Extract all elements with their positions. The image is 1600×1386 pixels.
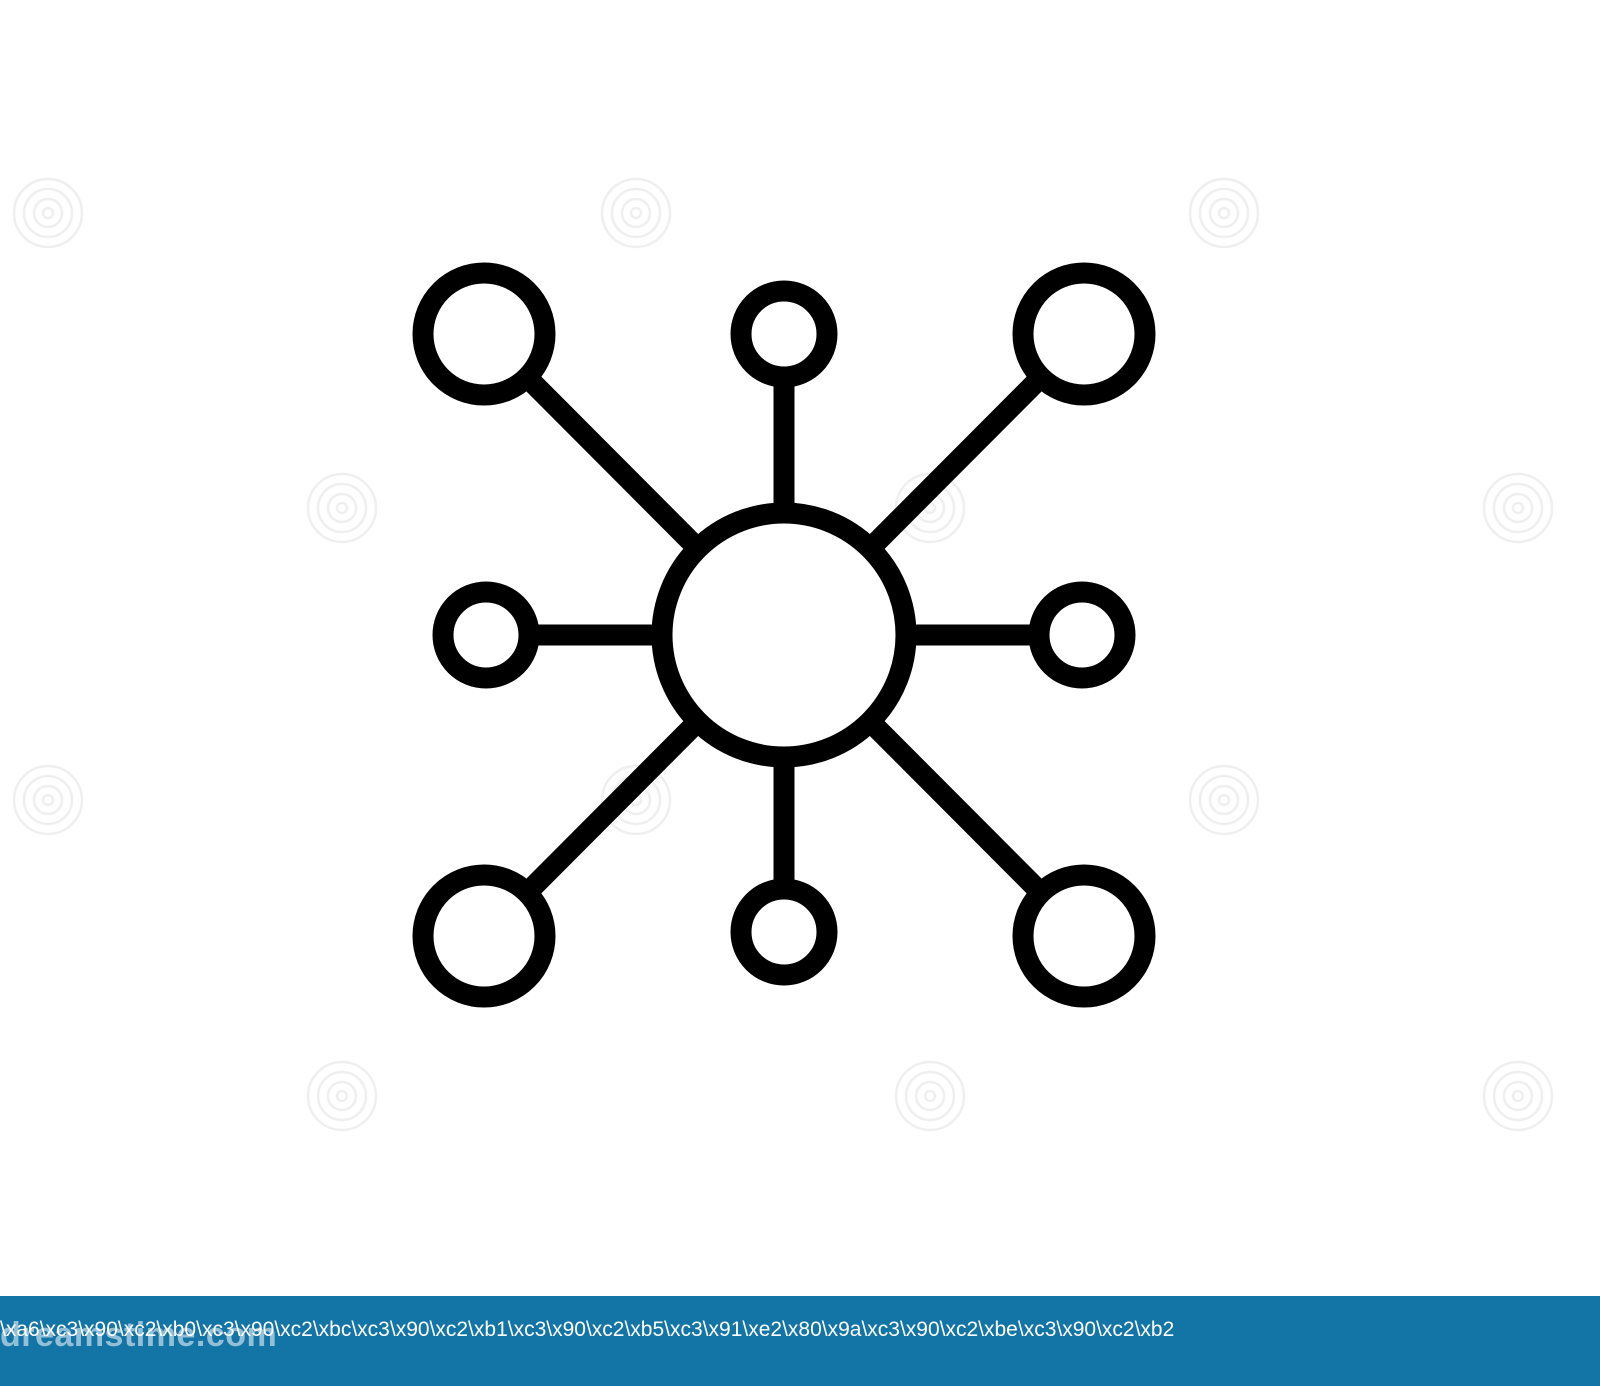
watermark-logo-icon — [894, 1060, 966, 1132]
node-bottom-left — [412, 864, 556, 1008]
watermark-logo-icon — [1482, 472, 1554, 544]
watermark-logo-icon — [1188, 177, 1260, 249]
footer-bar: dreamstime.com \xa6\xc3\x90\xc2\xb0\xc3\… — [0, 1296, 1600, 1386]
watermark-logo-icon — [1482, 1060, 1554, 1132]
connector-line — [519, 713, 706, 901]
node-top-left — [412, 262, 556, 406]
watermark-logo-icon — [1188, 764, 1260, 836]
node-bottom-right — [1012, 864, 1156, 1008]
watermark-logo-icon — [306, 1060, 378, 1132]
dreamstime-logo: dreamstime.com — [0, 1316, 278, 1354]
network-hub-icon — [12, 177, 1554, 1132]
connector-line — [862, 713, 1049, 901]
image-id-text: \xa6\xc3\x90\xc2\xb0\xc3\x90\xc2\xbc\xc3… — [0, 1318, 1175, 1341]
node-bottom — [730, 878, 838, 986]
node-left — [432, 581, 540, 689]
hub-center-node — [651, 502, 917, 768]
node-top — [730, 280, 838, 388]
watermark-logo-icon — [12, 177, 84, 249]
connector-line — [519, 369, 706, 557]
connector-line — [862, 369, 1049, 557]
watermark-logo-icon — [600, 177, 672, 249]
watermark-logo-icon — [306, 472, 378, 544]
node-top-right — [1012, 262, 1156, 406]
watermark-logo-icon — [12, 764, 84, 836]
hub-icon-group — [412, 262, 1156, 1008]
node-right — [1028, 581, 1136, 689]
